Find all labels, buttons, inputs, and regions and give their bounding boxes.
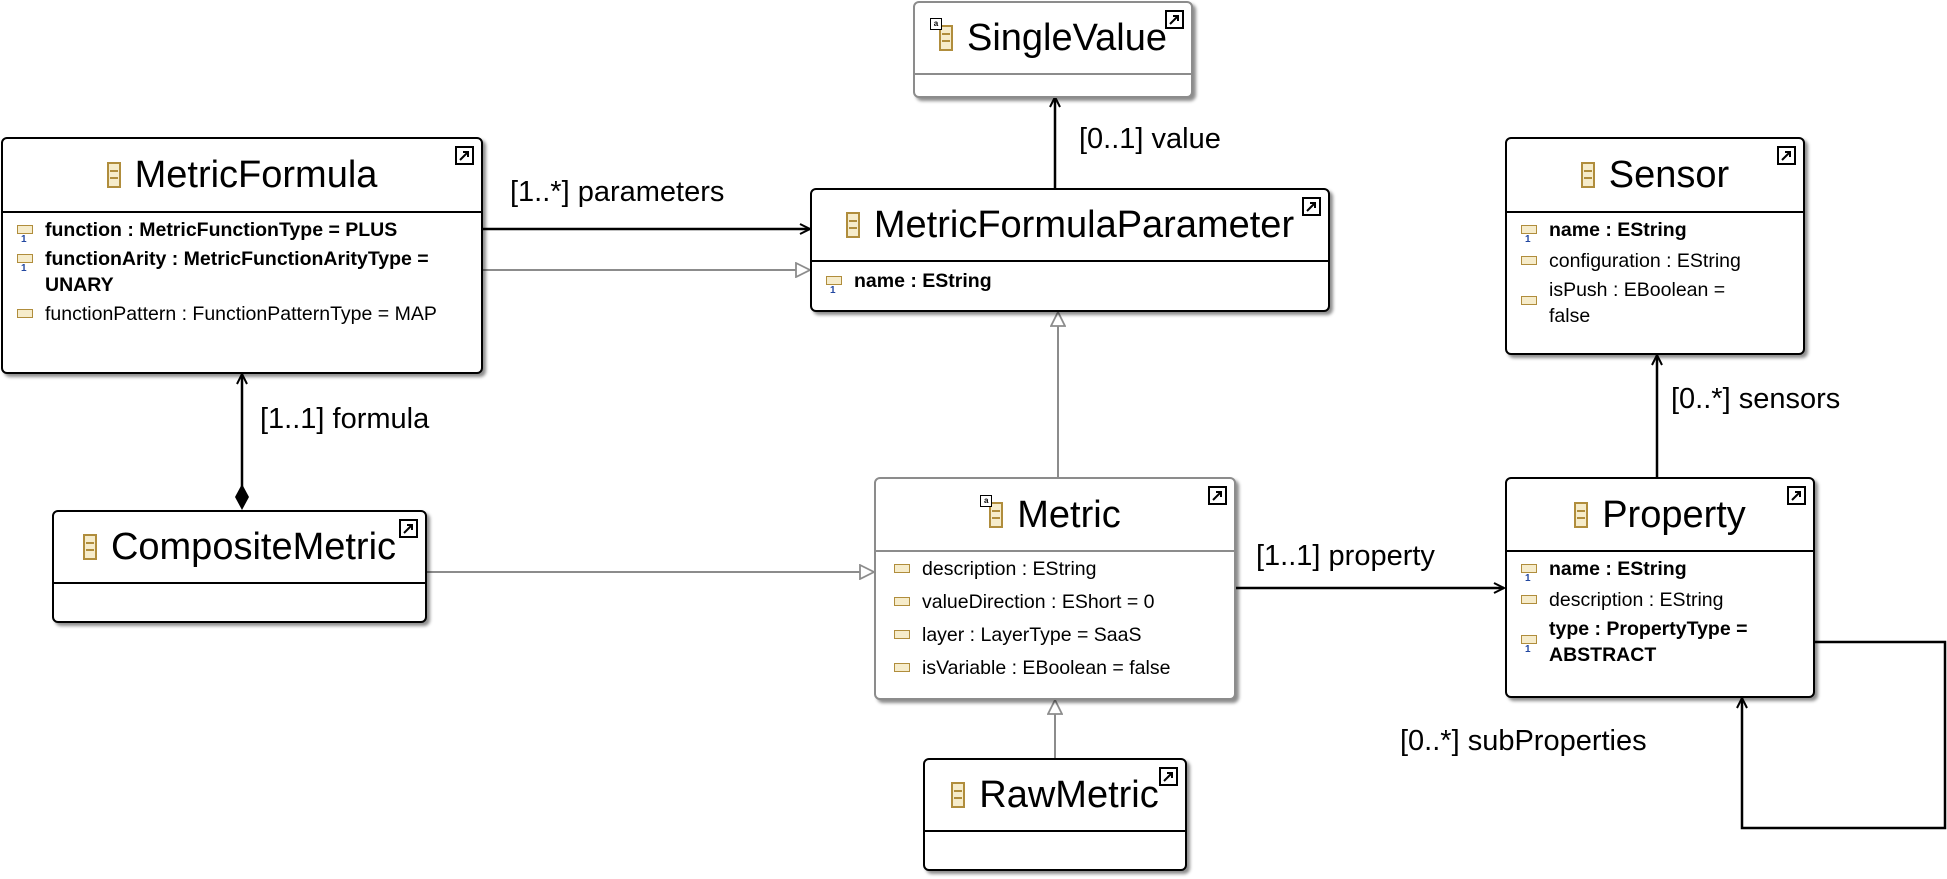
single-value-class[interactable]: a SingleValue	[913, 1, 1193, 98]
attribute-text: name : EString	[854, 270, 992, 292]
attribute-required-icon: 1	[1521, 635, 1537, 655]
property-header: Property	[1507, 479, 1813, 552]
attribute-required-icon: 1	[17, 225, 33, 245]
navigate-icon[interactable]	[1787, 486, 1806, 505]
navigate-icon[interactable]	[1165, 10, 1184, 29]
eclass-icon	[1574, 501, 1589, 528]
eclass-icon: a	[929, 18, 953, 51]
class-name: Property	[1602, 493, 1746, 536]
class-name: CompositeMetric	[110, 526, 397, 568]
metric-header: a Metric	[876, 479, 1234, 552]
navigate-icon[interactable]	[1159, 767, 1178, 786]
attribute-icon	[894, 597, 910, 606]
raw-metric-class[interactable]: RawMetric	[923, 758, 1187, 871]
metric-formula-parameter-class[interactable]: MetricFormulaParameter 1 name : EString	[810, 188, 1330, 312]
class-name: Metric	[1017, 493, 1121, 536]
attribute-required-icon: 1	[826, 276, 842, 296]
eclass-icon	[82, 534, 97, 560]
eclass-icon	[951, 782, 966, 808]
class-name: SingleValue	[966, 17, 1167, 59]
attribute-icon	[894, 630, 910, 639]
attribute-row[interactable]: 1 name : EString	[1521, 556, 1813, 584]
attribute-text: description : EString	[922, 558, 1097, 580]
metric-formula-class[interactable]: MetricFormula 1 function : MetricFunctio…	[1, 137, 483, 374]
metric-formula-header: MetricFormula	[3, 139, 481, 213]
attribute-row[interactable]: 1 name : EString	[826, 268, 1328, 296]
attribute-required-icon: 1	[1521, 564, 1537, 584]
class-name: RawMetric	[979, 774, 1159, 816]
attribute-list: description : EString valueDirection : E…	[876, 552, 1234, 681]
attribute-icon	[894, 663, 910, 672]
single-value-header: a SingleValue	[915, 3, 1191, 75]
attribute-row[interactable]: functionPattern : FunctionPatternType = …	[17, 301, 481, 327]
eclass-icon	[106, 162, 121, 188]
attribute-icon	[1521, 256, 1537, 265]
attribute-row[interactable]: 1 type : PropertyType = ABSTRACT	[1521, 616, 1813, 668]
attribute-row[interactable]: 1 functionArity : MetricFunctionArityTyp…	[17, 246, 481, 298]
attribute-text: name : EString	[1549, 219, 1687, 241]
navigate-icon[interactable]	[1208, 486, 1227, 505]
attribute-list: 1 function : MetricFunctionType = PLUS 1…	[3, 213, 481, 327]
eclass-icon	[845, 212, 860, 238]
attribute-row[interactable]: layer : LayerType = SaaS	[894, 622, 1234, 648]
attribute-text: isVariable : EBoolean = false	[922, 657, 1171, 679]
attribute-required-icon: 1	[17, 254, 33, 274]
attribute-row[interactable]: description : EString	[894, 556, 1234, 582]
sensors-label: [0..*] sensors	[1671, 383, 1841, 415]
property-label: [1..1] property	[1256, 540, 1435, 572]
sub-properties-label: [0..*] subProperties	[1400, 725, 1647, 757]
sensor-header: Sensor	[1507, 139, 1803, 213]
attribute-row[interactable]: isPush : EBoolean = false	[1521, 277, 1803, 329]
navigate-icon[interactable]	[1777, 146, 1796, 165]
attribute-text: name : EString	[1549, 558, 1687, 580]
attribute-row[interactable]: 1 function : MetricFunctionType = PLUS	[17, 217, 481, 245]
attribute-row[interactable]: isVariable : EBoolean = false	[894, 655, 1234, 681]
navigate-icon[interactable]	[399, 519, 418, 538]
attribute-text: configuration : EString	[1549, 250, 1741, 272]
property-class[interactable]: Property 1 name : EString description : …	[1505, 477, 1815, 698]
eclass-icon	[1580, 162, 1595, 188]
attribute-list: 1 name : EString	[812, 262, 1328, 296]
composition-diamond	[235, 484, 249, 510]
attribute-row[interactable]: configuration : EString	[1521, 248, 1803, 274]
class-name: MetricFormulaParameter	[873, 204, 1295, 246]
attribute-text: isPush : EBoolean = false	[1549, 279, 1726, 327]
attribute-row[interactable]: valueDirection : EShort = 0	[894, 589, 1234, 615]
metric-class[interactable]: a Metric description : EString valueDire…	[874, 477, 1236, 700]
attribute-icon	[1521, 296, 1537, 305]
parameters-label: [1..*] parameters	[510, 176, 725, 208]
attribute-icon	[894, 564, 910, 573]
attribute-icon	[17, 309, 33, 318]
attribute-text: layer : LayerType = SaaS	[922, 624, 1142, 646]
formula-label: [1..1] formula	[260, 403, 430, 435]
attribute-row[interactable]: 1 name : EString	[1521, 217, 1803, 245]
navigate-icon[interactable]	[455, 146, 474, 165]
attribute-text: functionArity : MetricFunctionArityType …	[45, 248, 429, 296]
attribute-list: 1 name : EString configuration : EString…	[1507, 213, 1803, 329]
eclass-icon: a	[980, 494, 1004, 528]
attribute-text: type : PropertyType = ABSTRACT	[1549, 618, 1748, 666]
attribute-list: 1 name : EString description : EString 1…	[1507, 552, 1813, 668]
sensor-class[interactable]: Sensor 1 name : EString configuration : …	[1505, 137, 1805, 355]
class-name: MetricFormula	[134, 154, 378, 196]
attribute-required-icon: 1	[1521, 225, 1537, 245]
value-label: [0..1] value	[1079, 123, 1221, 155]
composite-metric-header: CompositeMetric	[54, 512, 425, 584]
metric-formula-parameter-header: MetricFormulaParameter	[812, 190, 1328, 262]
attribute-row[interactable]: description : EString	[1521, 587, 1813, 613]
class-name: Sensor	[1608, 154, 1730, 196]
attribute-text: function : MetricFunctionType = PLUS	[45, 219, 398, 241]
raw-metric-header: RawMetric	[925, 760, 1185, 832]
attribute-icon	[1521, 595, 1537, 604]
attribute-text: description : EString	[1549, 589, 1724, 611]
navigate-icon[interactable]	[1302, 197, 1321, 216]
attribute-text: functionPattern : FunctionPatternType = …	[45, 303, 437, 325]
attribute-text: valueDirection : EShort = 0	[922, 591, 1155, 613]
composite-metric-class[interactable]: CompositeMetric	[52, 510, 427, 623]
